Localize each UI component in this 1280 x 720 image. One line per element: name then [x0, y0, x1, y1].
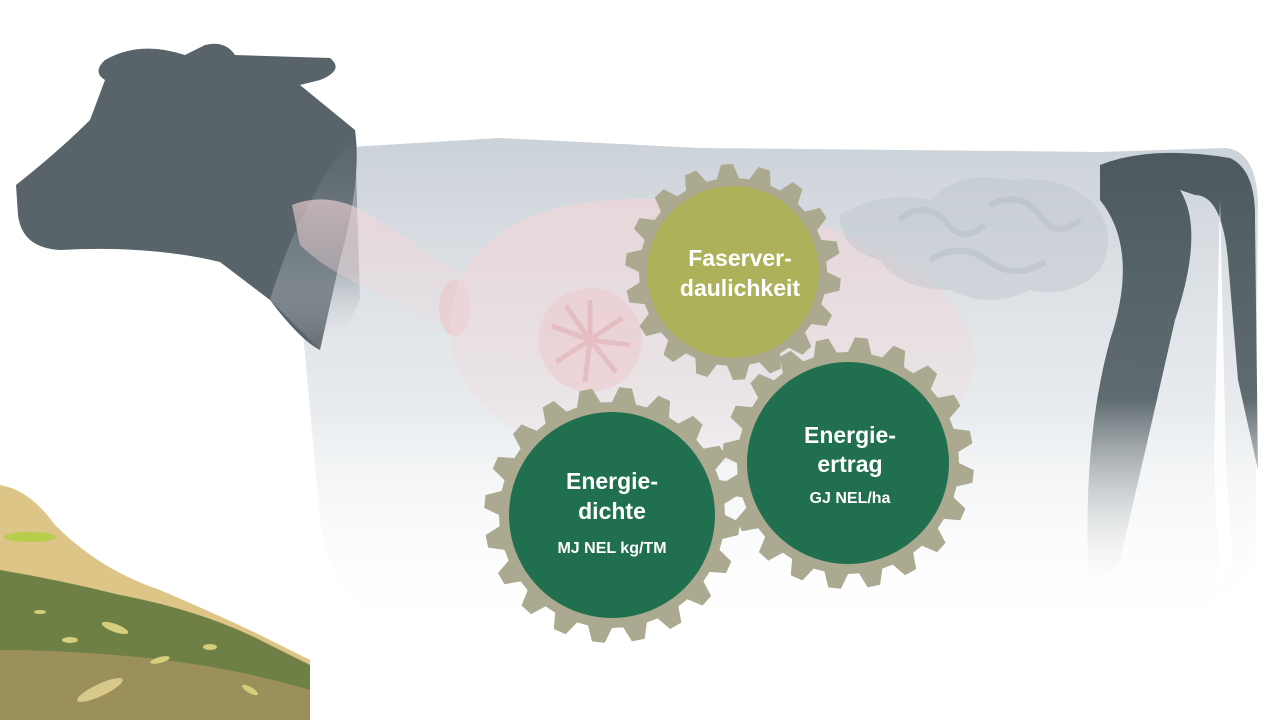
cow-head — [16, 43, 357, 350]
gear-yield-unit: GJ NEL/ha — [810, 490, 891, 507]
gear-yield-face — [747, 362, 949, 564]
gear-fiber-title-line2: daulichkeit — [680, 275, 800, 301]
gear-energieertrag: Energie- ertrag GJ NEL/ha — [722, 337, 974, 589]
gear-faserverdaulichkeit: Faserver- daulichkeit — [625, 164, 841, 380]
gear-yield-title-line2: ertrag — [817, 451, 882, 477]
gear-density-unit: MJ NEL kg/TM — [557, 540, 666, 557]
cow-tail — [1214, 200, 1232, 600]
gear-yield-title-line1: Energie- — [804, 422, 896, 448]
feed-leaf — [4, 532, 56, 542]
intestines — [840, 177, 1108, 300]
esophagus — [292, 199, 470, 330]
cow-hind-leg — [1087, 152, 1258, 600]
gear-fiber-title-line1: Faserver- — [688, 245, 792, 271]
gear-fiber-face — [647, 186, 819, 358]
gear-density-face — [509, 412, 715, 618]
feed-pile — [0, 485, 310, 720]
gear-density-title-line2: dichte — [578, 498, 646, 524]
gear-energiedichte: Energie- dichte MJ NEL kg/TM — [484, 387, 740, 643]
gear-density-title-line1: Energie- — [566, 468, 658, 494]
feed-bottom — [0, 650, 310, 720]
